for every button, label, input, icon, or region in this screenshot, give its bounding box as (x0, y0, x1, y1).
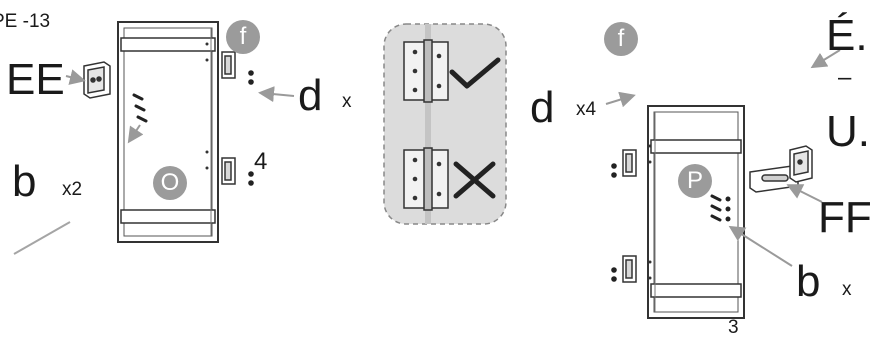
part-d-label-right: d (530, 83, 555, 132)
left-door-panel (117, 21, 219, 243)
hinge-orientation-inset (383, 23, 507, 225)
qty-d-right: x4 (576, 99, 597, 120)
hinge-top-left (221, 51, 236, 79)
bracket-ee (83, 61, 111, 99)
corner-text-1: É. (826, 11, 868, 60)
part-b-label-right: b (796, 257, 821, 306)
qty-b-left: x2 (62, 179, 83, 200)
qty-d-suffix-left: 4 (254, 148, 268, 175)
right-door-panel (647, 105, 745, 319)
qty-d-prefix-left: x (342, 91, 352, 112)
hinge-badge-right: f (604, 22, 638, 56)
screws-d-left (248, 70, 254, 186)
panel-p-badge: P (678, 164, 712, 198)
corner-text-3: U. (826, 107, 870, 156)
screw-b-right (710, 194, 722, 222)
part-d-label-left: d (298, 71, 323, 120)
cross-mark-icon (453, 161, 496, 199)
screw-b-left (132, 93, 148, 123)
panel-o-badge: O (153, 166, 187, 200)
step-label: PE -13 (0, 11, 51, 32)
page-number: 3 (728, 317, 739, 338)
part-ff-label: FF (818, 193, 872, 242)
part-b-label-left: b (12, 157, 37, 206)
bracket-ff (749, 145, 813, 193)
qty-b-right: x (842, 279, 852, 300)
hinge-badge-left: f (226, 20, 260, 54)
hinge-top-right (622, 149, 637, 177)
hinge-bottom-left (221, 157, 236, 185)
check-mark-icon (449, 57, 501, 89)
hinge-bottom-right (622, 255, 637, 283)
screws-d-right (611, 163, 617, 282)
corner-text-2: – (838, 64, 852, 91)
part-ee-label: EE (6, 55, 65, 104)
